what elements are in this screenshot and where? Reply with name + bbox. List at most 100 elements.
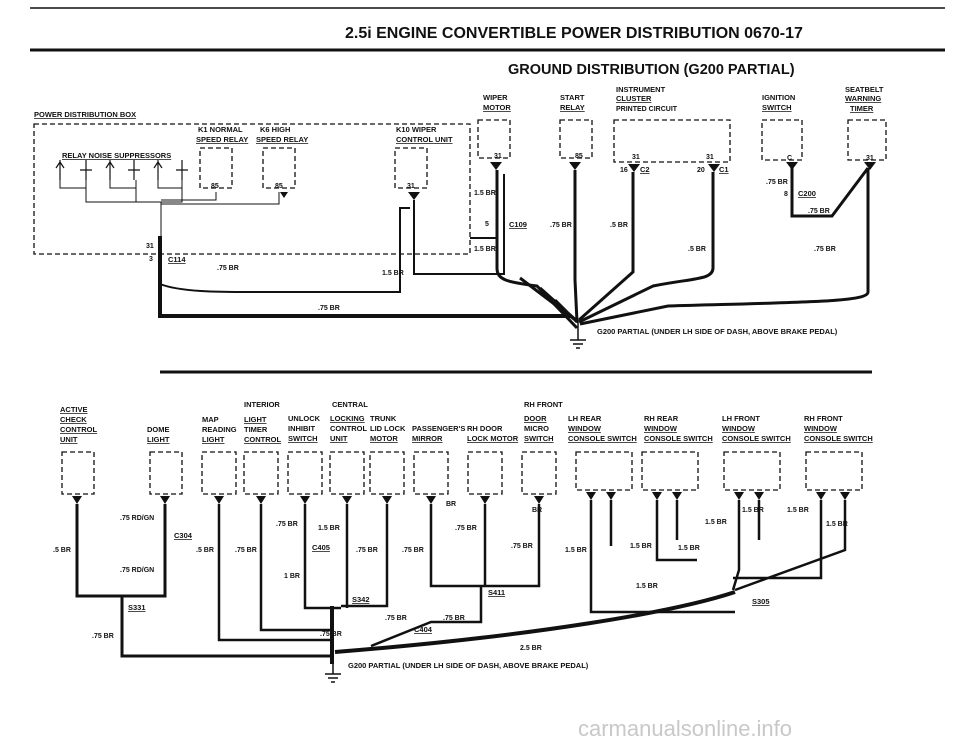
rh-front-win-label-3: CONSOLE SWITCH bbox=[804, 434, 873, 443]
s342-label: S342 bbox=[352, 595, 370, 604]
rh-rear-label-1: RH REAR bbox=[644, 414, 679, 423]
k10-label-1: K10 WIPER bbox=[396, 125, 437, 134]
svg-text:.5 BR: .5 BR bbox=[688, 246, 706, 253]
svg-text:85: 85 bbox=[275, 183, 283, 190]
rh-front-door-label-3: MICRO bbox=[524, 424, 549, 433]
unlock-label-2: INHIBIT bbox=[288, 424, 316, 433]
lh-front-label-1: LH FRONT bbox=[722, 414, 760, 423]
svg-text:.75 BR: .75 BR bbox=[808, 208, 830, 215]
svg-text:31: 31 bbox=[706, 154, 714, 161]
svg-text:1 BR: 1 BR bbox=[284, 573, 300, 580]
lh-rear-label-3: CONSOLE SWITCH bbox=[568, 434, 637, 443]
seatbelt-timer-box bbox=[847, 119, 887, 161]
svg-text:.75 BR: .75 BR bbox=[318, 305, 340, 312]
active-check-label-4: UNIT bbox=[60, 435, 78, 444]
svg-text:1.5 BR: 1.5 BR bbox=[636, 583, 658, 590]
svg-text:1.5 BR: 1.5 BR bbox=[474, 246, 496, 253]
c405-label: C405 bbox=[312, 543, 330, 552]
svg-text:1.5 BR: 1.5 BR bbox=[787, 507, 809, 514]
svg-text:3: 3 bbox=[149, 256, 153, 263]
dome-label-1: DOME bbox=[147, 425, 170, 434]
rh-front-door-label-2: DOOR bbox=[524, 414, 547, 423]
svg-text:BR: BR bbox=[532, 507, 542, 514]
svg-text:1.5 BR: 1.5 BR bbox=[474, 190, 496, 197]
g200-bottom-label: G200 PARTIAL (UNDER LH SIDE OF DASH, ABO… bbox=[348, 661, 589, 670]
central-label-2: LOCKING bbox=[330, 414, 365, 423]
svg-text:1.5 BR: 1.5 BR bbox=[742, 507, 764, 514]
svg-text:16: 16 bbox=[620, 167, 628, 174]
active-check-label-2: CHECK bbox=[60, 415, 87, 424]
svg-text:.75 BR: .75 BR bbox=[320, 631, 342, 638]
c2-label: C2 bbox=[640, 165, 650, 174]
c109-label: C109 bbox=[509, 220, 527, 229]
svg-text:.75 RD/GN: .75 RD/GN bbox=[120, 515, 154, 522]
svg-text:31: 31 bbox=[146, 243, 154, 250]
c404-label: C404 bbox=[414, 625, 433, 634]
svg-text:1.5 BR: 1.5 BR bbox=[705, 519, 727, 526]
cluster-label-1: INSTRUMENT bbox=[616, 85, 666, 94]
unlock-label-1: UNLOCK bbox=[288, 414, 321, 423]
wire-gauges-top: .75 BR 1.5 BR .75 BR 1.5 BR 1.5 BR .75 B… bbox=[146, 167, 836, 312]
rh-front-win-label-1: RH FRONT bbox=[804, 414, 843, 423]
cluster-label-3: PRINTED CIRCUIT bbox=[616, 106, 678, 113]
ground-symbol bbox=[570, 339, 586, 349]
svg-text:.75 BR: .75 BR bbox=[511, 543, 533, 550]
svg-text:1.5 BR: 1.5 BR bbox=[630, 543, 652, 550]
seatbelt-label-1: SEATBELT bbox=[845, 85, 884, 94]
start-label-2: RELAY bbox=[560, 103, 585, 112]
svg-text:31: 31 bbox=[407, 183, 415, 190]
seatbelt-label-2: WARNING bbox=[845, 94, 881, 103]
svg-text:.5 BR: .5 BR bbox=[53, 547, 71, 554]
bottom-diagram: ACTIVE CHECK CONTROL UNIT DOME LIGHT MAP… bbox=[53, 400, 873, 683]
s305-label: S305 bbox=[752, 597, 770, 606]
rh-rear-label-2: WINDOW bbox=[644, 424, 678, 433]
rh-door-label-1: RH DOOR bbox=[467, 424, 503, 433]
central-label-4: UNIT bbox=[330, 434, 348, 443]
central-label-1: CENTRAL bbox=[332, 400, 368, 409]
svg-text:.75 BR: .75 BR bbox=[356, 547, 378, 554]
svg-text:8: 8 bbox=[784, 191, 788, 198]
svg-text:.75 RD/GN: .75 RD/GN bbox=[120, 567, 154, 574]
svg-text:31: 31 bbox=[494, 153, 502, 160]
svg-text:.75 BR: .75 BR bbox=[235, 547, 257, 554]
c304-label: C304 bbox=[174, 531, 193, 540]
k10-relay-box bbox=[394, 147, 428, 189]
svg-text:.75 BR: .75 BR bbox=[92, 633, 114, 640]
g200-top-label: G200 PARTIAL (UNDER LH SIDE OF DASH, ABO… bbox=[597, 327, 838, 336]
rh-rear-label-3: CONSOLE SWITCH bbox=[644, 434, 713, 443]
pass-mirror-label-2: MIRROR bbox=[412, 434, 443, 443]
svg-text:.75 BR: .75 BR bbox=[276, 521, 298, 528]
c200-label: C200 bbox=[798, 189, 816, 198]
trunk-label-2: LID LOCK bbox=[370, 424, 406, 433]
power-distribution-box bbox=[33, 123, 471, 255]
trunk-label-3: MOTOR bbox=[370, 434, 398, 443]
k1-relay-box bbox=[199, 147, 233, 189]
start-relay-box bbox=[559, 119, 593, 159]
lh-rear-label-2: WINDOW bbox=[568, 424, 602, 433]
instrument-cluster-box bbox=[613, 119, 731, 163]
svg-text:.75 BR: .75 BR bbox=[455, 525, 477, 532]
trunk-label-1: TRUNK bbox=[370, 414, 397, 423]
rh-front-win-label-2: WINDOW bbox=[804, 424, 838, 433]
svg-text:C: C bbox=[787, 155, 792, 162]
svg-text:.5 BR: .5 BR bbox=[196, 547, 214, 554]
svg-text:.75 BR: .75 BR bbox=[217, 265, 239, 272]
svg-text:31: 31 bbox=[632, 154, 640, 161]
interior-label-3: TIMER bbox=[244, 425, 268, 434]
lh-rear-label-1: LH REAR bbox=[568, 414, 602, 423]
svg-text:.75 BR: .75 BR bbox=[402, 547, 424, 554]
dome-label-2: LIGHT bbox=[147, 435, 170, 444]
k6-relay-box bbox=[262, 147, 296, 189]
ground-symbol-bottom bbox=[325, 673, 341, 683]
svg-text:1.5 BR: 1.5 BR bbox=[565, 547, 587, 554]
active-check-label-3: CONTROL bbox=[60, 425, 97, 434]
svg-text:5: 5 bbox=[485, 221, 489, 228]
k1-label-1: K1 NORMAL bbox=[198, 125, 243, 134]
svg-text:.75 BR: .75 BR bbox=[814, 246, 836, 253]
page-title: 2.5i ENGINE CONVERTIBLE POWER DISTRIBUTI… bbox=[345, 25, 803, 42]
wiper-label-2: MOTOR bbox=[483, 103, 511, 112]
map-label-2: READING bbox=[202, 425, 237, 434]
noise-suppressors bbox=[55, 160, 188, 242]
c114-label: C114 bbox=[168, 255, 186, 264]
